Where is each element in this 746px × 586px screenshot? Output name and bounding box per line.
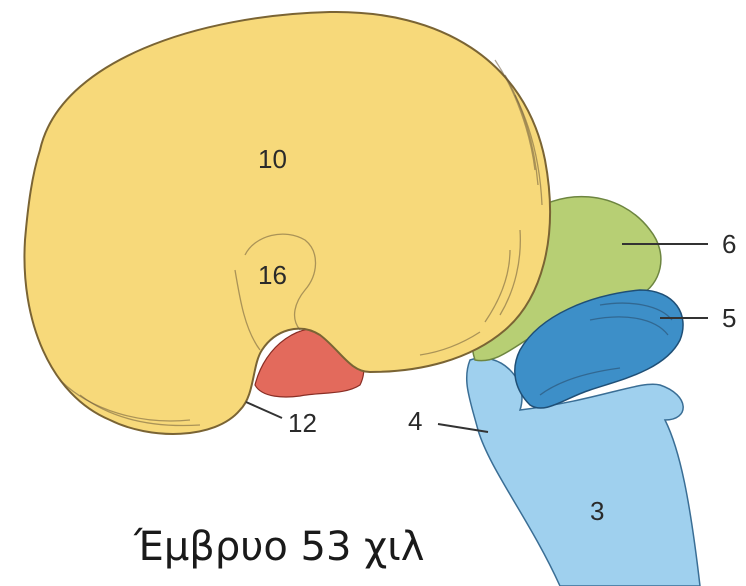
label-16: 16 xyxy=(258,260,287,290)
hemisphere-shape xyxy=(23,10,552,435)
insula-groove-inner xyxy=(234,269,261,351)
hemisphere-shading xyxy=(59,59,543,427)
leader-line-12 xyxy=(245,401,283,419)
label-12: 12 xyxy=(288,408,317,438)
label-4: 4 xyxy=(408,406,422,436)
label-3: 3 xyxy=(590,496,604,526)
caption: Έμβρυο 53 χιλ xyxy=(133,524,424,570)
label-6: 6 xyxy=(722,229,736,259)
insula-groove xyxy=(244,233,317,331)
ventricle-shading xyxy=(539,302,673,396)
label-10: 10 xyxy=(258,144,287,174)
brainstem-shape xyxy=(465,357,701,586)
leader-line-4 xyxy=(437,423,489,433)
label-5: 5 xyxy=(722,303,736,333)
